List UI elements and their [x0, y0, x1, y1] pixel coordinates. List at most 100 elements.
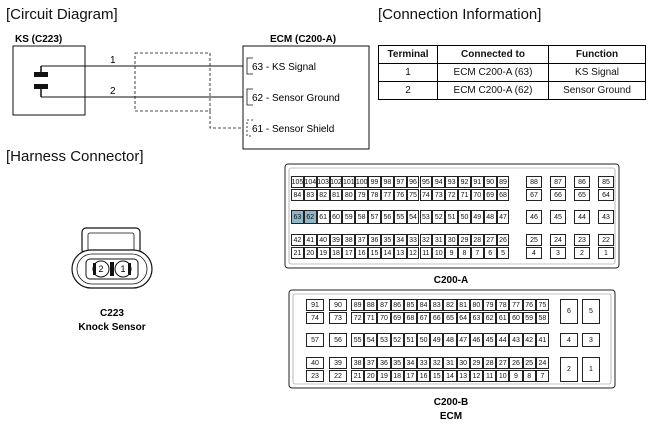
pin-47: 47: [456, 333, 470, 347]
pin-12: 12: [469, 370, 483, 382]
pin-84: 84: [291, 189, 304, 201]
pin-37: 37: [355, 234, 369, 246]
pin-102: 102: [329, 176, 343, 188]
pin-3: 3: [550, 247, 566, 259]
pin-10: 10: [432, 247, 446, 259]
connection-info-heading: [Connection Information]: [378, 6, 542, 23]
pin-30: 30: [445, 234, 459, 246]
pin-38: 38: [351, 357, 365, 369]
connection-table-header: Terminal Connected to Function: [378, 45, 646, 64]
pin-29: 29: [469, 357, 483, 369]
pin-22: 22: [329, 370, 347, 382]
pin-15: 15: [368, 247, 381, 259]
pin-34: 34: [403, 357, 417, 369]
pin-54: 54: [364, 333, 378, 347]
pin-5: 5: [496, 247, 510, 259]
pin-41: 41: [535, 333, 549, 347]
pin-72: 72: [445, 189, 459, 201]
pin-90: 90: [483, 176, 497, 188]
pin-73: 73: [329, 312, 347, 324]
pin-78: 78: [368, 189, 381, 201]
pin-28: 28: [470, 234, 484, 246]
pin-27: 27: [496, 357, 510, 369]
pin-83: 83: [430, 299, 444, 311]
pin-1: 1: [598, 247, 614, 259]
pin-68: 68: [496, 189, 510, 201]
pin-60: 60: [329, 210, 343, 224]
pin-40: 40: [306, 357, 324, 369]
pin-77: 77: [380, 189, 394, 201]
pin-59: 59: [342, 210, 356, 224]
pin-13: 13: [456, 370, 470, 382]
shield-loop: [134, 52, 211, 112]
pin-77: 77: [509, 299, 523, 311]
pin-74: 74: [419, 189, 433, 201]
c200a-outline: [284, 163, 620, 269]
pin-87: 87: [550, 176, 566, 188]
pin-17: 17: [342, 247, 356, 259]
pin-27: 27: [483, 234, 497, 246]
pin-47: 47: [496, 210, 510, 224]
pin-53: 53: [377, 333, 391, 347]
pin-40: 40: [316, 234, 330, 246]
pin-4: 4: [526, 247, 542, 259]
pin-91: 91: [306, 299, 324, 311]
pin-82: 82: [316, 189, 330, 201]
pin-94: 94: [432, 176, 446, 188]
pin-31: 31: [443, 357, 457, 369]
pin-34: 34: [393, 234, 407, 246]
pin-35: 35: [390, 357, 404, 369]
pin-62: 62: [303, 210, 317, 224]
pin-19: 19: [316, 247, 330, 259]
pin-38: 38: [342, 234, 356, 246]
pin-81: 81: [456, 299, 470, 311]
pin-3: 3: [582, 333, 600, 347]
pin-73: 73: [432, 189, 446, 201]
cell-connected-to: ECM C200-A (63): [437, 63, 549, 82]
pin-79: 79: [483, 299, 497, 311]
pin-9: 9: [445, 247, 459, 259]
pin-33: 33: [406, 234, 420, 246]
pin-105: 105: [291, 176, 304, 188]
pin-17: 17: [403, 370, 417, 382]
ks-box: [12, 45, 86, 116]
wire-1-label: 1: [110, 55, 116, 66]
pin-1: 1: [582, 357, 600, 382]
pin-79: 79: [355, 189, 369, 201]
pin-75: 75: [535, 299, 549, 311]
pin-16: 16: [355, 247, 369, 259]
pin-49: 49: [430, 333, 444, 347]
pin-98: 98: [380, 176, 394, 188]
pin-86: 86: [390, 299, 404, 311]
terminal-62-marker: [246, 88, 253, 106]
pin-58: 58: [355, 210, 369, 224]
pin-53: 53: [419, 210, 433, 224]
pin-75: 75: [406, 189, 420, 201]
c200b-inner-outline: [292, 293, 612, 385]
terminal-63-marker: [246, 57, 253, 75]
pin-50: 50: [417, 333, 431, 347]
cell-function: KS Signal: [548, 63, 646, 82]
pin-62: 62: [483, 312, 497, 324]
pin-66: 66: [430, 312, 444, 324]
pin-71: 71: [458, 189, 471, 201]
pin-52: 52: [432, 210, 446, 224]
pin-9: 9: [509, 370, 523, 382]
pin-65: 65: [443, 312, 457, 324]
pin-2: 2: [574, 247, 590, 259]
pin-64: 64: [456, 312, 470, 324]
pin-21: 21: [291, 247, 304, 259]
header-terminal: Terminal: [378, 45, 438, 64]
pin-55: 55: [393, 210, 407, 224]
ecm-label: ECM (C200-A): [270, 34, 336, 45]
pin-5: 5: [582, 299, 600, 324]
pin-18: 18: [329, 247, 343, 259]
pin-32: 32: [430, 357, 444, 369]
pin-12: 12: [406, 247, 420, 259]
c200b-outline: [288, 289, 616, 389]
pin-69: 69: [483, 189, 497, 201]
cell-function: Sensor Ground: [548, 81, 646, 100]
pin-104: 104: [303, 176, 317, 188]
pin-82: 82: [443, 299, 457, 311]
pin-39: 39: [329, 234, 343, 246]
